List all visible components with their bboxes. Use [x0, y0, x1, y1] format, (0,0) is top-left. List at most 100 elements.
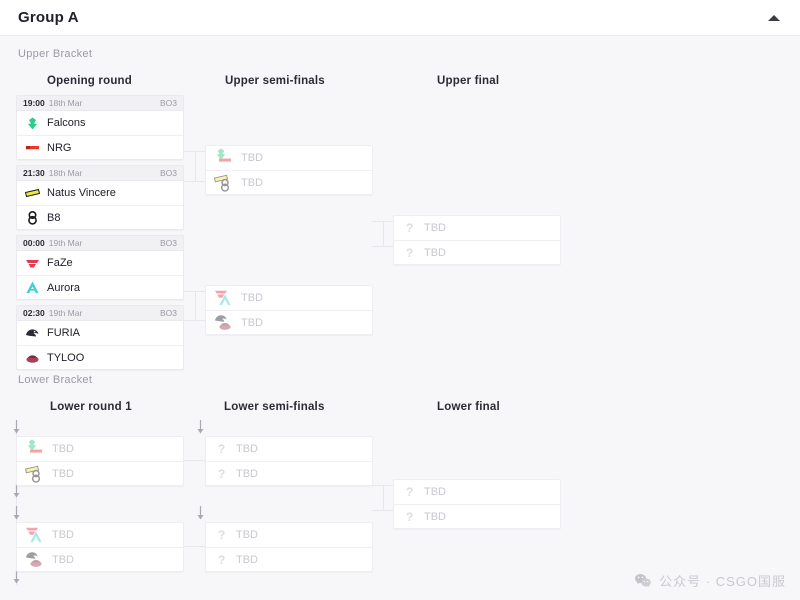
wechat-icon [634, 573, 652, 588]
question-icon: ? [217, 466, 226, 481]
falcons-nrg-stack [214, 148, 234, 168]
faze-logo [25, 256, 40, 271]
match-header: 02:30 19th Mar BO3 [17, 306, 183, 321]
match-card[interactable]: ? TBD ? TBD [393, 479, 561, 529]
match-date: 18th Mar [48, 168, 83, 178]
match-date: 19th Mar [48, 308, 83, 318]
team-name: NRG [47, 141, 72, 154]
furia-tyloo-stack [25, 550, 45, 570]
match-card[interactable]: TBD TBD [205, 145, 373, 195]
connector [383, 221, 384, 247]
team-name: Aurora [47, 281, 81, 294]
match-team-row[interactable]: ? TBD [206, 461, 372, 485]
round-title-lower-round-1: Lower round 1 [50, 401, 132, 413]
team-name: TBD [241, 292, 263, 304]
team-name: TBD [241, 176, 263, 189]
round-title-lower-semi-finals: Lower semi-finals [224, 401, 325, 413]
match-team-row[interactable]: TBD [17, 437, 183, 461]
team-name: TBD [424, 486, 446, 498]
team-name: TBD [424, 510, 446, 523]
match-date: 18th Mar [48, 98, 83, 108]
match-team-row[interactable]: TBD [206, 170, 372, 194]
match-team-row[interactable]: ? TBD [206, 547, 372, 571]
question-icon: ? [217, 528, 226, 542]
match-team-row[interactable]: ? TBD [206, 523, 372, 547]
match-team-row[interactable]: Aurora [17, 275, 183, 299]
match-format: BO3 [159, 308, 177, 318]
team-name: TBD [52, 529, 74, 541]
round-title-opening-round: Opening round [47, 75, 133, 87]
match-team-row[interactable]: TBD [17, 461, 183, 485]
match-card[interactable]: ? TBD ? TBD [393, 215, 561, 265]
team-name: TBD [52, 443, 74, 455]
match-team-row[interactable]: TBD [17, 547, 183, 571]
team-name: TYLOO [47, 351, 85, 364]
match-team-row[interactable]: Falcons [17, 111, 183, 135]
connector [195, 151, 196, 182]
match-header: 21:30 18th Mar BO3 [17, 166, 183, 181]
question-icon: ? [405, 509, 414, 524]
b8-logo [25, 210, 40, 225]
aurora-logo [25, 280, 40, 295]
arrow-down-icon [196, 420, 205, 434]
match-team-row[interactable]: TBD [206, 146, 372, 170]
match-card[interactable]: ? TBD ? TBD [205, 522, 373, 572]
falcons-logo [25, 116, 40, 131]
match-team-row[interactable]: TBD [17, 523, 183, 547]
match-team-row[interactable]: FaZe [17, 251, 183, 275]
question-icon: ? [405, 485, 414, 499]
match-card[interactable]: 21:30 18th Mar BO3 Natus Vincere B8 [16, 165, 184, 230]
match-team-row[interactable]: Natus Vincere [17, 181, 183, 205]
question-icon: ? [405, 221, 414, 235]
round-title-upper-final: Upper final [437, 75, 500, 87]
chevron-up-icon [768, 15, 780, 21]
round-title-upper-semi-finals: Upper semi-finals [225, 75, 325, 87]
match-time: 00:00 [23, 238, 45, 248]
match-team-row[interactable]: B8 [17, 205, 183, 229]
match-team-row[interactable]: TYLOO [17, 345, 183, 369]
match-team-row[interactable]: TBD [206, 286, 372, 310]
watermark-text: 公众号 · CSGO国服 [659, 574, 786, 589]
team-name: TBD [236, 443, 258, 455]
match-card[interactable]: ? TBD ? TBD [205, 436, 373, 486]
match-team-row[interactable]: TBD [206, 310, 372, 334]
match-team-row[interactable]: ? TBD [394, 504, 560, 528]
team-name: FaZe [47, 257, 73, 269]
collapse-group-button[interactable] [764, 9, 784, 27]
match-team-row[interactable]: ? TBD [206, 437, 372, 461]
team-name: TBD [241, 152, 263, 164]
match-card[interactable]: 02:30 19th Mar BO3 FURIA TYLOO [16, 305, 184, 370]
match-card[interactable]: 00:00 19th Mar BO3 FaZe Aurora [16, 235, 184, 300]
connector [184, 460, 206, 461]
team-name: FURIA [47, 327, 80, 339]
question-icon: ? [217, 552, 226, 567]
match-team-row[interactable]: ? TBD [394, 240, 560, 264]
match-team-row[interactable]: FURIA [17, 321, 183, 345]
furia-tyloo-stack [214, 313, 234, 333]
page-title: Group A [18, 9, 79, 26]
group-header: Group A [0, 0, 800, 36]
team-name: Falcons [47, 117, 86, 129]
lower-bracket-label: Lower Bracket [18, 374, 93, 386]
arrow-down-icon [12, 506, 21, 520]
team-name: TBD [236, 553, 258, 566]
match-card[interactable]: TBD TBD [16, 522, 184, 572]
watermark: 公众号 · CSGO国服 [634, 571, 786, 590]
match-format: BO3 [159, 168, 177, 178]
team-name: TBD [424, 222, 446, 234]
match-card[interactable]: TBD TBD [16, 436, 184, 486]
team-name: TBD [236, 529, 258, 541]
furia-logo [25, 326, 40, 341]
team-name: TBD [52, 553, 74, 566]
match-team-row[interactable]: ? TBD [394, 480, 560, 504]
arrow-down-icon [12, 420, 21, 434]
match-card[interactable]: TBD TBD [205, 285, 373, 335]
arrow-down-icon [12, 484, 21, 498]
match-time: 19:00 [23, 98, 45, 108]
match-card[interactable]: 19:00 18th Mar BO3 Falcons NRG [16, 95, 184, 160]
match-header: 00:00 19th Mar BO3 [17, 236, 183, 251]
match-team-row[interactable]: ? TBD [394, 216, 560, 240]
faze-aurora-stack [25, 525, 45, 545]
match-team-row[interactable]: NRG [17, 135, 183, 159]
